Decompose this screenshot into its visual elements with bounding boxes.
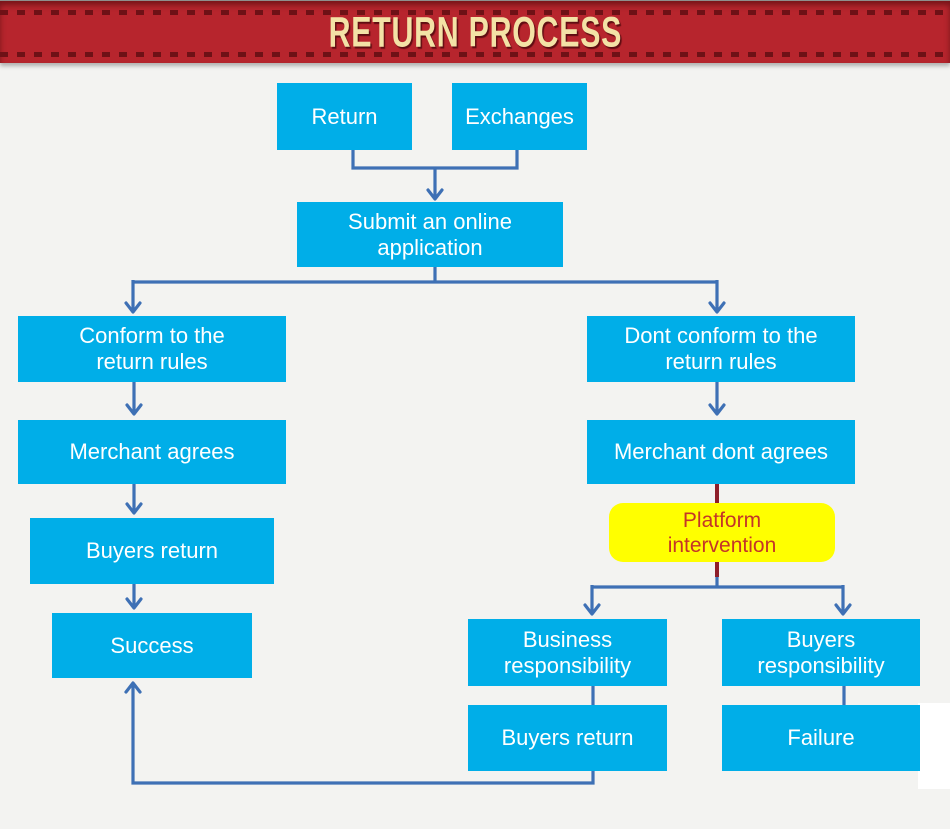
- node-buyers-return-left: Buyers return: [30, 518, 274, 584]
- node-label: Submit an online application: [348, 208, 512, 260]
- node-merchant-agrees: Merchant agrees: [18, 420, 286, 484]
- node-label: Merchant dont agrees: [613, 439, 829, 464]
- node-label: Buyers responsibility: [757, 626, 885, 678]
- node-label: Merchant agrees: [69, 439, 235, 464]
- node-label: Conform to the return rules: [79, 323, 225, 374]
- node-label: Dont conform to the return rules: [624, 323, 818, 374]
- node-platform-intervention: Platform intervention: [609, 503, 835, 562]
- node-success: Success: [52, 613, 252, 678]
- node-conform-rules: Conform to the return rules: [18, 316, 286, 382]
- node-submit-application: Submit an online application: [297, 202, 563, 267]
- node-buyers-return-bottom: Buyers return: [468, 705, 667, 771]
- node-label: Return: [311, 103, 378, 129]
- banner-dashed-line-top: [0, 10, 950, 15]
- node-label: Platform intervention: [667, 508, 777, 557]
- node-failure: Failure: [722, 705, 920, 771]
- node-dont-conform-rules: Dont conform to the return rules: [587, 316, 855, 382]
- node-label: Success: [110, 632, 194, 658]
- banner: RETURN PROCESS: [0, 0, 950, 63]
- node-merchant-dont-agrees: Merchant dont agrees: [587, 420, 855, 484]
- page-title: RETURN PROCESS: [328, 7, 622, 56]
- node-label: Exchanges: [465, 103, 574, 129]
- node-business-responsibility: Business responsibility: [468, 619, 667, 686]
- node-label: Business responsibility: [503, 626, 632, 678]
- node-label: Buyers return: [501, 725, 634, 750]
- background-patch: [918, 703, 950, 789]
- banner-dashed-line-bottom: [0, 52, 950, 57]
- node-exchanges: Exchanges: [452, 83, 587, 150]
- node-label: Failure: [787, 725, 855, 750]
- node-return: Return: [277, 83, 412, 150]
- node-label: Buyers return: [85, 538, 219, 563]
- node-buyers-responsibility: Buyers responsibility: [722, 619, 920, 686]
- connectors-blue: [124, 150, 852, 785]
